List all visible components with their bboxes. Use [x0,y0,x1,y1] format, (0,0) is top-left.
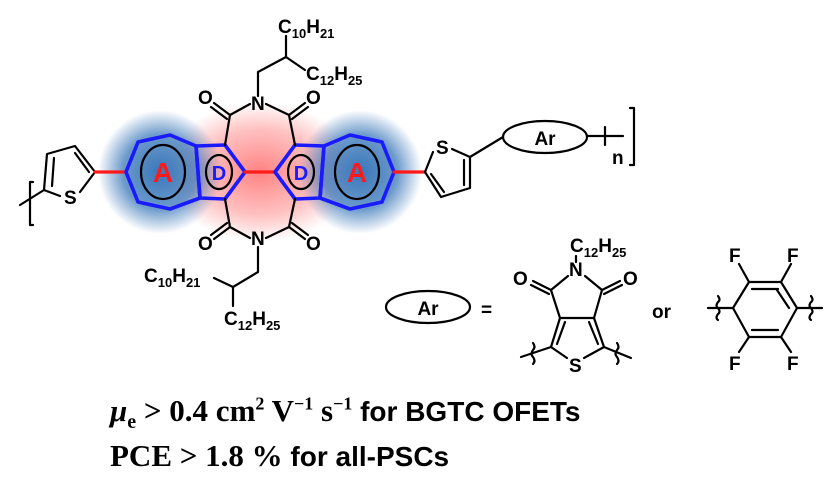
donor-label-right: D [294,163,308,185]
upper-imide: N O O C10H21 C12H25 [198,17,362,147]
f-label: F [787,354,799,375]
o-label: O [306,234,321,255]
repeat-n: n [612,148,624,169]
right-bracket [628,106,636,167]
or-label: or [652,302,672,323]
heptagon-right [318,133,396,211]
acceptor-label-left: A [153,157,173,188]
caption-suffix: for all-PSCs [290,441,450,472]
ar-label: Ar [417,299,439,320]
alkyl-c12h25-tpd: C12H25 [570,236,626,260]
alkyl-c10h21-bottom: C10H21 [144,266,200,290]
unit: s [313,393,334,428]
left-bracket [28,180,35,227]
mobility-value: > 0.4 cm [136,393,256,428]
alkyl-c12h25-top: C12H25 [306,64,362,88]
superscript: −1 [333,393,353,414]
caption-suffix: for BGTC OFETs [352,396,581,427]
o-label: O [198,88,213,109]
n-label: N [251,229,265,250]
sulfur-label: S [64,188,77,209]
pce-value: PCE > 1.8 % [110,438,291,473]
ar-definition [384,289,472,325]
equals-sign: = [481,300,492,321]
donor-label-left: D [212,163,226,185]
caption-pce: PCE > 1.8 % for all-PSCs [110,438,449,474]
tetrafluorophenylene: F F F F [706,246,824,375]
lower-imide: N O O C10H21 C12H25 [144,197,321,333]
sulfur-label: S [436,138,449,159]
mu-subscript: e [127,411,137,434]
superscript: −1 [293,393,314,414]
o-label: O [198,234,213,255]
f-label: F [729,354,741,375]
caption-mobility: μe > 0.4 cm2 V−1 s−1 for BGTC OFETs [110,393,580,434]
left-thiophene: S [42,144,97,209]
o-label: O [306,88,321,109]
right-thiophene: S [423,135,505,199]
ar-label: Ar [534,129,556,150]
n-label: N [569,260,583,281]
acceptor-label-right: A [347,157,367,188]
thienopyrroledione: C12H25 N O O S [513,236,638,377]
alkyl-c12h25-bottom: C12H25 [224,309,280,333]
unit: V [264,393,294,428]
f-label: F [729,246,741,267]
mu-symbol: μ [110,393,128,428]
pentagon-left [194,143,247,201]
alkyl-c10h21-top: C10H21 [278,17,334,41]
f-label: F [787,246,799,267]
o-label: O [623,269,638,290]
o-label: O [513,269,528,290]
n-label: N [251,94,265,115]
sulfur-label: S [569,356,582,377]
superscript: 2 [255,393,265,414]
